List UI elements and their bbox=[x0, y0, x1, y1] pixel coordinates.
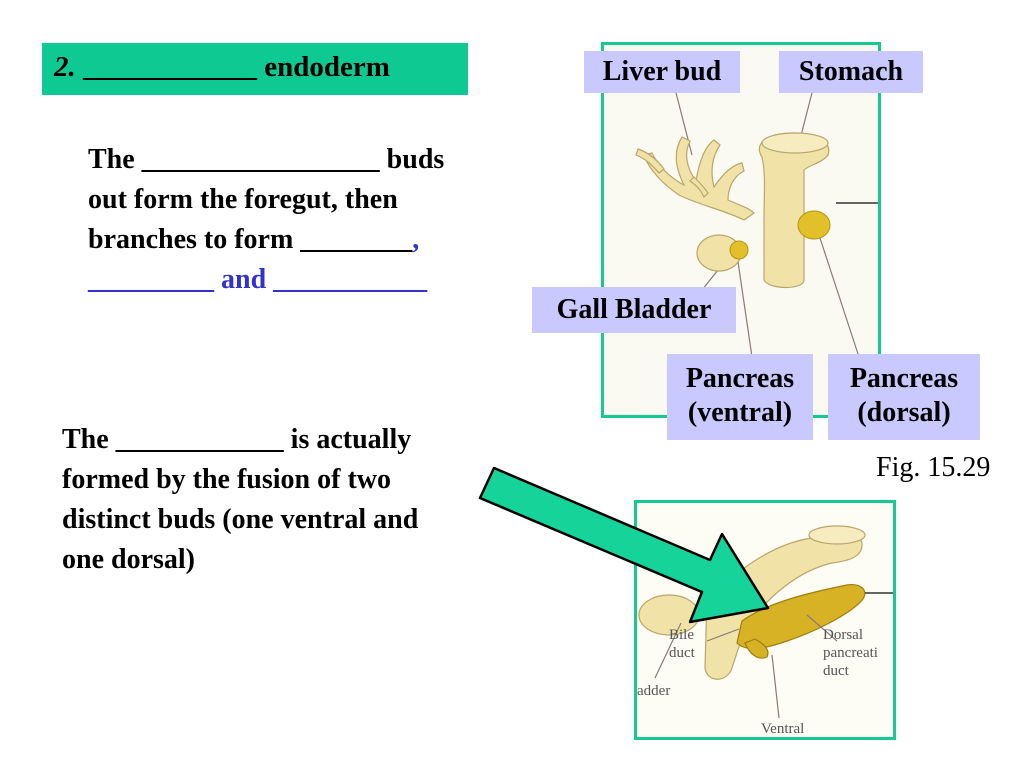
pancreas-ventral-line1: Pancreas bbox=[685, 363, 795, 394]
para1-blank-b: ___________ bbox=[273, 264, 428, 295]
pancreas-dorsal-line1: Pancreas bbox=[849, 363, 959, 394]
liver-paragraph: The _________________ buds out form the … bbox=[88, 140, 538, 300]
para1-line3-text: branches to form ________ bbox=[88, 224, 413, 255]
para1-line4: _________ and ___________ bbox=[88, 260, 538, 300]
para2-line2: formed by the fusion of two bbox=[62, 464, 391, 495]
pancreas-ventral-line2: (ventral) bbox=[687, 397, 793, 428]
dorsal-label-1: Dorsal bbox=[823, 627, 863, 643]
para1-comma: , bbox=[412, 224, 420, 255]
green-arrow-shape bbox=[478, 466, 770, 624]
ventral-label: Ventral bbox=[761, 721, 804, 737]
heading-box bbox=[42, 43, 468, 95]
dorsal-label-3: duct bbox=[823, 663, 850, 679]
label-stomach: Stomach bbox=[779, 51, 923, 93]
heading-blank: ____________ bbox=[83, 51, 257, 83]
label-pancreas-dorsal: Pancreas (dorsal) bbox=[828, 354, 980, 440]
label-liver-bud: Liver bud bbox=[584, 51, 740, 93]
para1-line3: branches to form ________, bbox=[88, 220, 538, 260]
bile-label-2: duct bbox=[669, 645, 696, 661]
para1-and: and bbox=[214, 264, 274, 295]
para1-line2: out form the foregut, then bbox=[88, 184, 398, 215]
bladder-label: adder bbox=[637, 683, 670, 699]
para1-blank-a: _________ bbox=[88, 264, 214, 295]
heading-word: endoderm bbox=[264, 51, 390, 83]
pancreas-paragraph: The ____________ is actually formed by t… bbox=[62, 420, 522, 580]
section-heading: 2. ____________ endoderm bbox=[54, 51, 390, 84]
figure-caption: Fig. 15.29 bbox=[876, 452, 991, 483]
para2-line4: one dorsal) bbox=[62, 544, 195, 575]
pancreas-dorsal-line2: (dorsal) bbox=[857, 397, 951, 428]
para2-line3: distinct buds (one ventral and bbox=[62, 504, 419, 535]
heading-number: 2. bbox=[54, 51, 76, 83]
para1-line1: The _________________ buds bbox=[88, 144, 445, 175]
foregut-illustration bbox=[635, 84, 878, 358]
dorsal-label-2: pancreati bbox=[823, 645, 878, 661]
label-pancreas-ventral: Pancreas (ventral) bbox=[667, 354, 813, 440]
bile-label-1: Bile bbox=[669, 627, 694, 643]
para2-line1: The ____________ is actually bbox=[62, 424, 412, 455]
label-gall-bladder: Gall Bladder bbox=[532, 287, 736, 333]
